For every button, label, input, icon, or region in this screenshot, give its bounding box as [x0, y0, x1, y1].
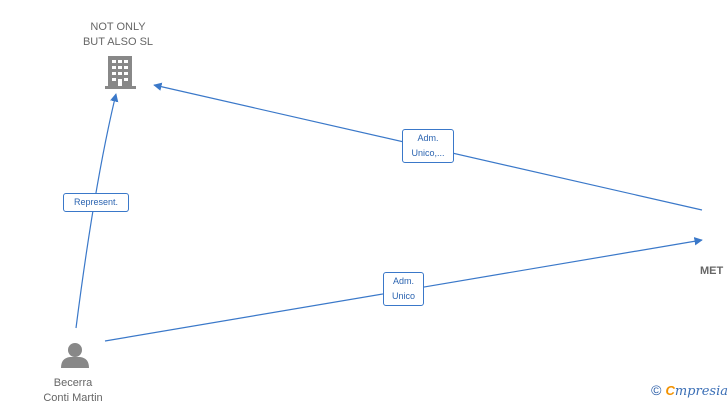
- empresia-watermark[interactable]: ©Cmpresia: [651, 382, 728, 399]
- edge-label-adm-unico-bottom[interactable]: Adm. Unico: [383, 272, 424, 306]
- company-label[interactable]: NOT ONLY BUT ALSO SL: [82, 21, 154, 48]
- building-icon[interactable]: [105, 56, 136, 89]
- edge-label-adm-unico-top[interactable]: Adm. Unico,...: [402, 129, 454, 163]
- edge-label-represent[interactable]: Represent.: [63, 193, 129, 212]
- copyright-symbol: ©: [651, 382, 662, 398]
- brand-e-logo: C: [665, 383, 675, 398]
- person-icon[interactable]: [61, 343, 89, 368]
- person-label[interactable]: Becerra Conti Martin: [43, 377, 103, 404]
- brand-name: mpresia: [674, 384, 728, 399]
- met-label[interactable]: MET: [700, 265, 724, 277]
